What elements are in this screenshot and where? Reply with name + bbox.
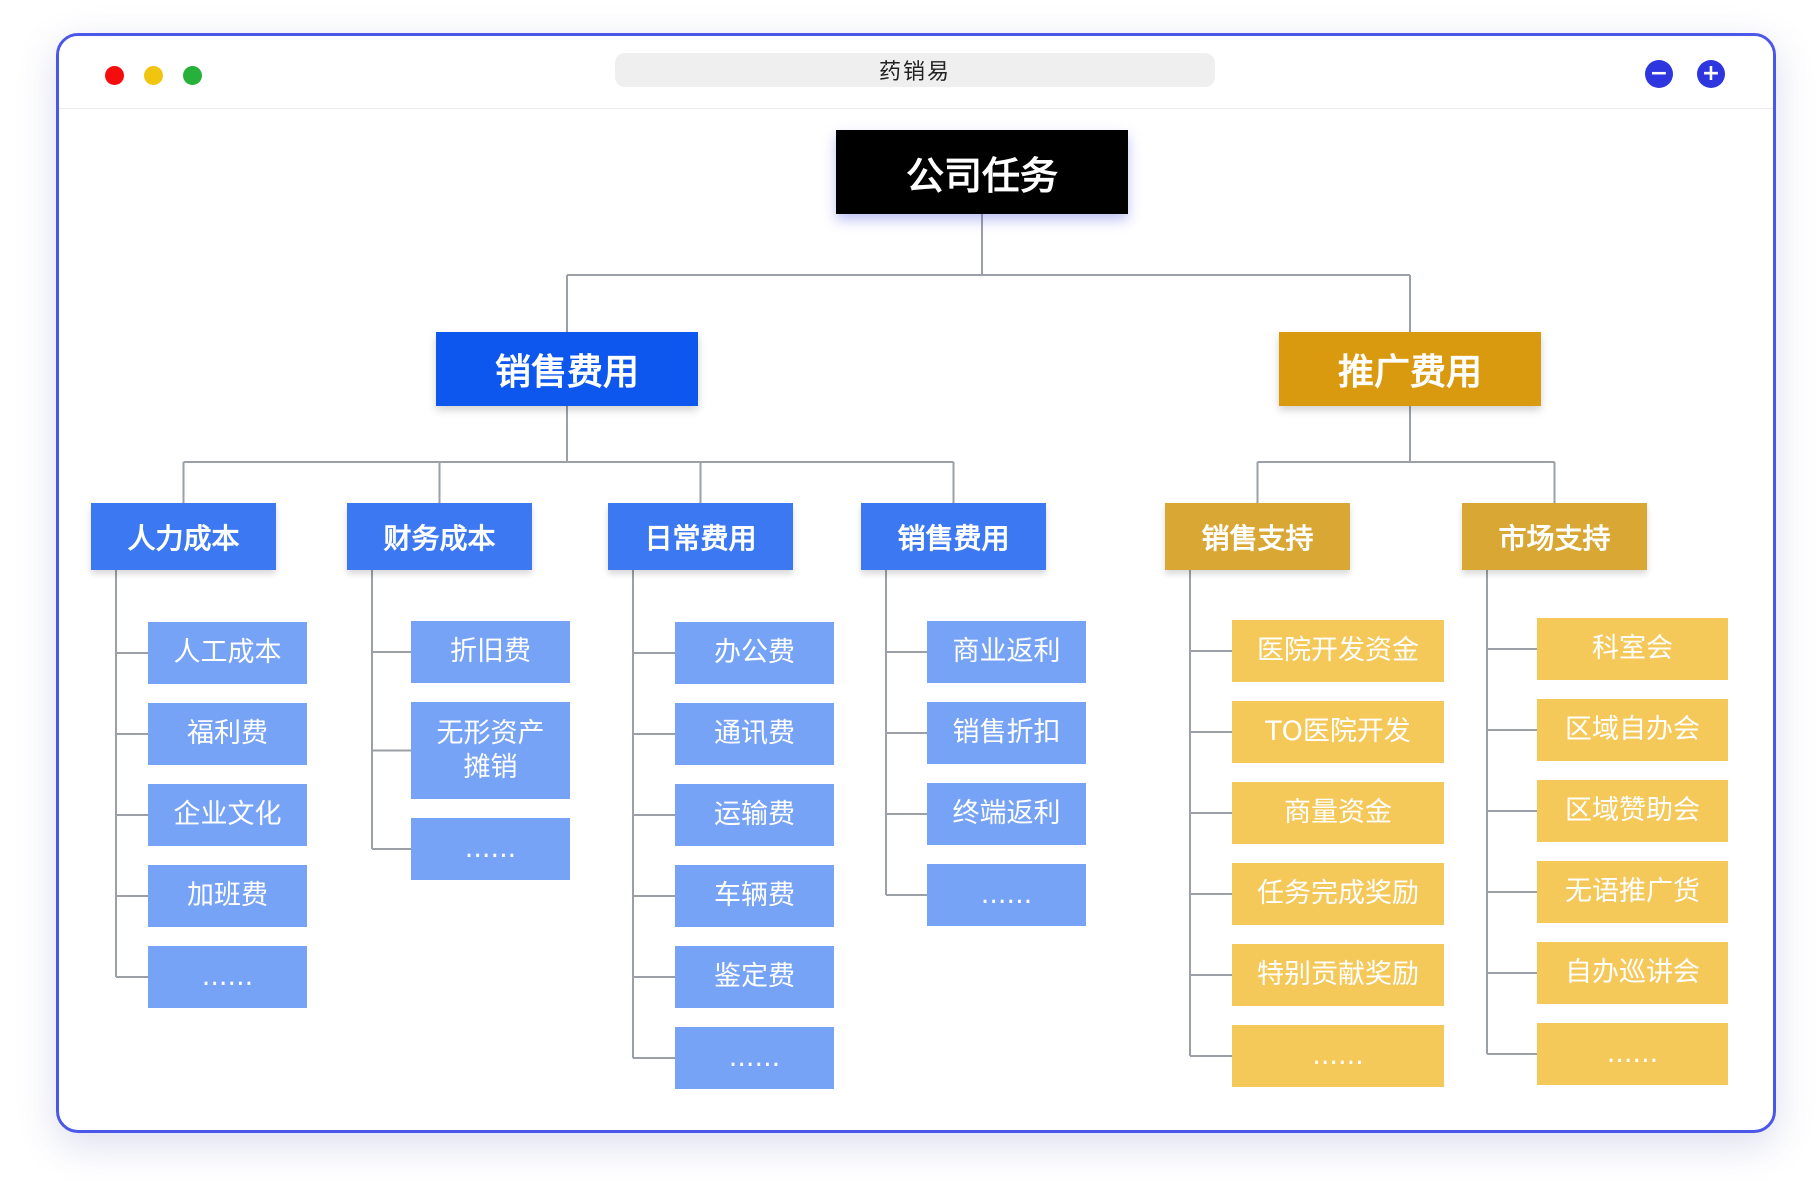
window-title: 药销易 xyxy=(615,53,1215,87)
leaf-item-label: 运输费 xyxy=(714,799,795,830)
leaf-item[interactable]: 自办巡讲会 xyxy=(1537,942,1728,1004)
branch-0-label: 销售费用 xyxy=(494,352,639,393)
leaf-item-label: 鉴定费 xyxy=(714,961,795,992)
leaf-item[interactable]: 车辆费 xyxy=(675,865,834,927)
leaf-item[interactable]: 折旧费 xyxy=(411,621,570,683)
leaf-item-label: TO医院开发 xyxy=(1265,716,1411,747)
root-node-label: 公司任务 xyxy=(905,153,1058,198)
leaf-item[interactable]: 无语推广货 xyxy=(1537,861,1728,923)
minimize-window-button[interactable] xyxy=(144,66,163,85)
leaf-item-label: 商业返利 xyxy=(952,636,1061,667)
leaf-item-label: ...... xyxy=(1312,1040,1364,1071)
leaf-item-label: 销售折扣 xyxy=(952,717,1061,748)
leaf-item-label: ...... xyxy=(464,833,517,864)
group-1-1[interactable]: 市场支持 xyxy=(1462,503,1647,570)
leaf-item-label: 福利费 xyxy=(187,718,268,749)
minus-icon: − xyxy=(1649,61,1669,86)
leaf-item-label: 区域赞助会 xyxy=(1565,795,1700,826)
leaf-item-label: ...... xyxy=(728,1042,781,1073)
zoom-out-button[interactable]: − xyxy=(1645,60,1673,88)
maximize-window-button[interactable] xyxy=(183,66,202,85)
leaf-item-label: 加班费 xyxy=(187,880,268,911)
leaf-item[interactable]: 福利费 xyxy=(148,703,307,765)
leaf-item[interactable]: 商量资金 xyxy=(1232,782,1444,844)
group-0-0-label: 人力成本 xyxy=(127,521,240,555)
leaf-item[interactable]: 特别贡献奖励 xyxy=(1232,944,1444,1006)
group-0-2-label: 日常费用 xyxy=(644,521,757,555)
group-0-3[interactable]: 销售费用 xyxy=(861,503,1046,570)
close-window-button[interactable] xyxy=(105,66,124,85)
app-window: 药销易 − + xyxy=(56,33,1776,1133)
leaf-item[interactable]: ...... xyxy=(1232,1025,1444,1087)
leaf-item-label: 医院开发资金 xyxy=(1257,635,1419,666)
group-1-0-label: 销售支持 xyxy=(1201,521,1314,555)
leaf-item-label: 企业文化 xyxy=(173,799,282,830)
leaf-item-label: 区域自办会 xyxy=(1565,714,1700,745)
leaf-item-label: ...... xyxy=(201,961,254,992)
leaf-item-label: ...... xyxy=(980,879,1033,910)
leaf-item[interactable]: TO医院开发 xyxy=(1232,701,1444,763)
zoom-in-button[interactable]: + xyxy=(1697,60,1725,88)
plus-icon: + xyxy=(1701,61,1721,86)
title-bar: 药销易 − + xyxy=(59,36,1773,109)
leaf-item[interactable]: 终端返利 xyxy=(927,783,1086,845)
leaf-item-label: 商量资金 xyxy=(1284,797,1392,828)
leaf-item[interactable]: 企业文化 xyxy=(148,784,307,846)
group-1-1-label: 市场支持 xyxy=(1498,521,1611,555)
leaf-item[interactable]: 人工成本 xyxy=(148,622,307,684)
group-1-0[interactable]: 销售支持 xyxy=(1165,503,1350,570)
leaf-item-label: 折旧费 xyxy=(450,636,531,667)
root-node[interactable]: 公司任务 xyxy=(836,130,1128,214)
leaf-item[interactable]: 鉴定费 xyxy=(675,946,834,1008)
group-0-1-label: 财务成本 xyxy=(383,521,496,555)
branch-0[interactable]: 销售费用 xyxy=(436,332,698,406)
leaf-item[interactable]: 销售折扣 xyxy=(927,702,1086,764)
group-0-3-label: 销售费用 xyxy=(897,521,1010,555)
leaf-item-label: 车辆费 xyxy=(714,880,795,911)
leaf-item-label: 特别贡献奖励 xyxy=(1257,959,1419,990)
leaf-item-label: 终端返利 xyxy=(952,798,1061,829)
group-0-1[interactable]: 财务成本 xyxy=(347,503,532,570)
leaf-item-label: 科室会 xyxy=(1592,633,1673,664)
leaf-item[interactable]: ...... xyxy=(148,946,307,1008)
leaf-item[interactable]: ...... xyxy=(675,1027,834,1089)
leaf-item-label: 无语推广货 xyxy=(1565,876,1700,907)
leaf-item[interactable]: 加班费 xyxy=(148,865,307,927)
leaf-item[interactable]: 无形资产 摊销 xyxy=(411,702,570,799)
leaf-item[interactable]: ...... xyxy=(1537,1023,1728,1085)
leaf-item-label: ...... xyxy=(1606,1038,1659,1069)
leaf-item-label: 通讯费 xyxy=(714,718,795,749)
branch-1-label: 推广费用 xyxy=(1337,352,1482,393)
leaf-item[interactable]: ...... xyxy=(411,818,570,880)
group-0-2[interactable]: 日常费用 xyxy=(608,503,793,570)
leaf-item[interactable]: 运输费 xyxy=(675,784,834,846)
leaf-item[interactable]: 区域赞助会 xyxy=(1537,780,1728,842)
leaf-item-label: 无形资产 摊销 xyxy=(436,717,545,783)
leaf-item-label: 办公费 xyxy=(714,637,795,668)
leaf-item[interactable]: 区域自办会 xyxy=(1537,699,1728,761)
leaf-item[interactable]: 办公费 xyxy=(675,622,834,684)
leaf-item-label: 自办巡讲会 xyxy=(1565,957,1700,988)
leaf-item-label: 人工成本 xyxy=(173,637,282,668)
branch-1[interactable]: 推广费用 xyxy=(1279,332,1541,406)
leaf-item-label: 任务完成奖励 xyxy=(1257,878,1419,909)
leaf-item[interactable]: 医院开发资金 xyxy=(1232,620,1444,682)
leaf-item[interactable]: 科室会 xyxy=(1537,618,1728,680)
leaf-item[interactable]: 任务完成奖励 xyxy=(1232,863,1444,925)
group-0-0[interactable]: 人力成本 xyxy=(91,503,276,570)
leaf-item[interactable]: ...... xyxy=(927,864,1086,926)
leaf-item[interactable]: 通讯费 xyxy=(675,703,834,765)
leaf-item[interactable]: 商业返利 xyxy=(927,621,1086,683)
